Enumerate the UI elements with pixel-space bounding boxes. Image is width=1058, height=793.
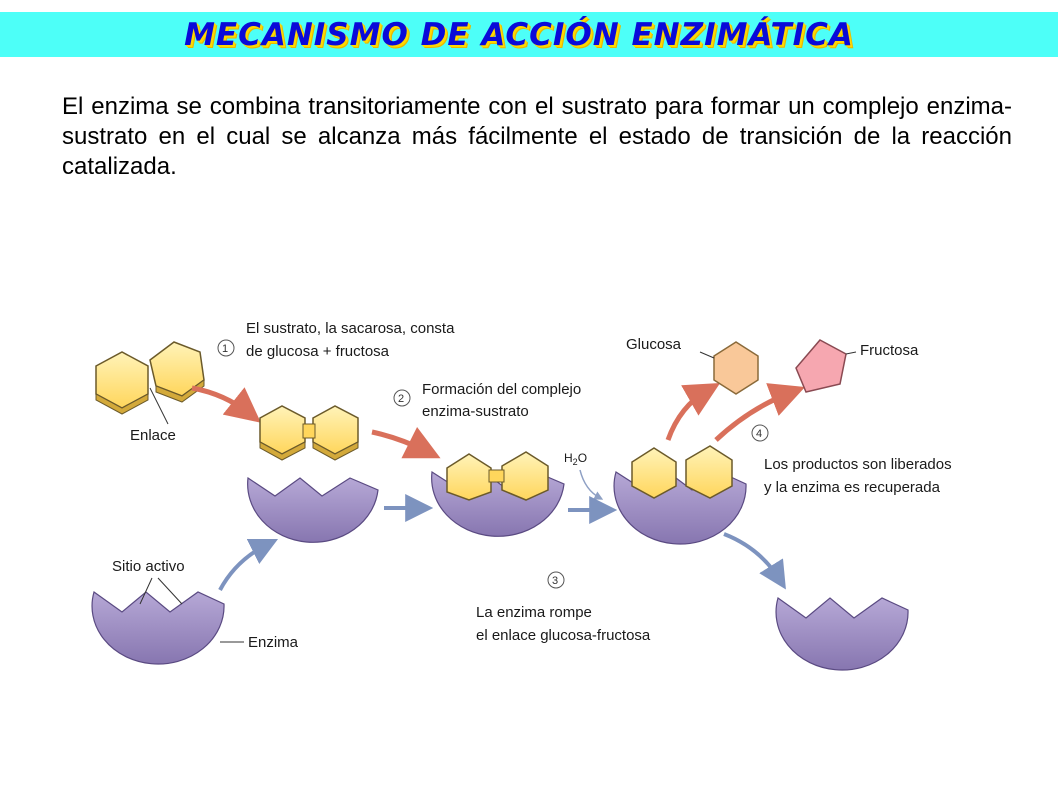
step4-number-circle <box>751 424 769 442</box>
step3-line2: el enlace glucosa-fructosa <box>476 627 651 644</box>
step4-line2: y la enzima es recuperada <box>764 479 941 496</box>
step1-number: 1 <box>222 343 228 355</box>
step3-number: 3 <box>552 575 558 587</box>
label-sitio-activo: Sitio activo <box>112 558 185 575</box>
step3-line1: La enzima rompe <box>476 604 592 621</box>
arrow-red-2 <box>371 426 441 459</box>
enzyme-substrate-complex <box>431 451 565 537</box>
substrate-sucrose <box>95 341 205 415</box>
arrow-water <box>579 469 604 500</box>
enzyme-recovered <box>775 597 909 671</box>
page-title: MECANISMO DE ACCIÓN ENZIMÁTICA <box>184 16 854 53</box>
product-glucose <box>713 341 759 395</box>
enzyme-free-2 <box>247 476 379 543</box>
step4-number: 4 <box>756 428 762 440</box>
step1-number-circle <box>217 339 235 357</box>
product-fructose <box>795 339 847 393</box>
water-h: H2O <box>564 451 587 467</box>
step1-line1: El sustrato, la sacarosa, consta <box>246 320 455 337</box>
step2-number: 2 <box>398 393 404 405</box>
arrow-red-fructose <box>714 383 806 442</box>
label-glucosa: Glucosa <box>626 336 682 353</box>
label-fructosa: Fructosa <box>860 342 919 359</box>
substrate-approaching <box>259 405 359 461</box>
step4-line1: Los productos son liberados <box>764 456 952 473</box>
enzyme-mechanism-diagram: Enlace 1 El sustrato, la sacarosa, const… <box>91 320 952 671</box>
arrow-blue-recover <box>723 532 786 590</box>
label-enlace: Enlace <box>130 427 176 444</box>
title-bar: MECANISMO DE ACCIÓN ENZIMÁTICA <box>0 12 1058 57</box>
arrow-red-1 <box>191 385 261 423</box>
step2-line1: Formación del complejo <box>422 381 581 398</box>
step2-line2: enzima-sustrato <box>422 403 529 420</box>
step2-number-circle <box>393 389 411 407</box>
step3-number-circle <box>547 571 565 589</box>
enzyme-free-1 <box>91 591 225 665</box>
arrow-red-glucose <box>665 383 721 441</box>
intro-paragraph: El enzima se combina transitoriamente co… <box>62 93 1012 180</box>
label-enzima: Enzima <box>248 634 299 651</box>
arrow-blue-bind <box>218 538 279 591</box>
step1-line2: de glucosa + fructosa <box>246 343 390 360</box>
enzyme-products-complex <box>613 445 747 545</box>
